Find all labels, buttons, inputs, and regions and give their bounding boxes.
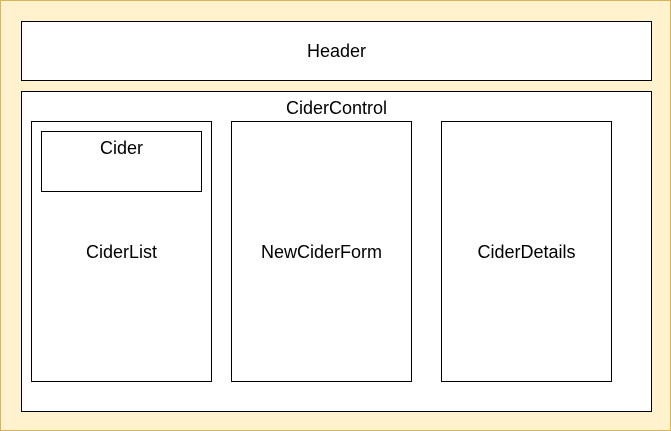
- cider-box: Cider: [41, 131, 202, 192]
- header-box: Header: [21, 21, 652, 81]
- cider-details-box: CiderDetails: [441, 121, 612, 382]
- cider-label: Cider: [99, 138, 143, 158]
- header-label: Header: [306, 41, 367, 61]
- cider-details-label: CiderDetails: [477, 241, 576, 262]
- new-cider-form-box: NewCiderForm: [231, 121, 412, 382]
- cider-list-label: CiderList: [85, 241, 158, 262]
- cider-control-label: CiderControl: [285, 98, 388, 118]
- new-cider-form-label: NewCiderForm: [260, 241, 383, 262]
